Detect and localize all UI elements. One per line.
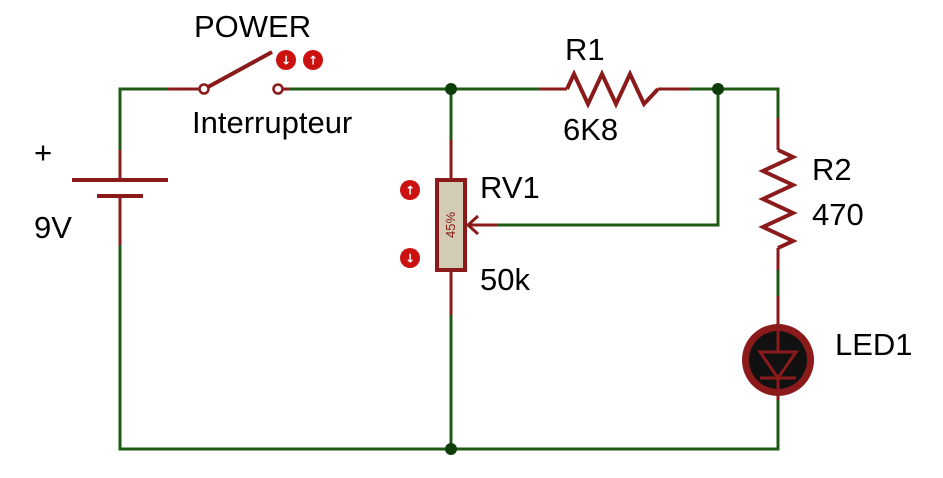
arrow-up-icon: ↑ [308, 54, 318, 68]
battery-plus-sign: + [34, 135, 52, 170]
wire-battery-bottom [118, 243, 780, 451]
switch-down-button[interactable]: ↓ [276, 50, 296, 70]
pot-down-button[interactable]: ↓ [400, 248, 420, 268]
potentiometer-rv1 [435, 140, 497, 315]
resistor-r2 [758, 118, 798, 270]
rv1-name: RV1 [480, 170, 540, 205]
switch-label: Interrupteur [192, 105, 352, 140]
battery-symbol [72, 150, 168, 245]
switch-name: POWER [194, 9, 311, 44]
led-name: LED1 [835, 327, 913, 362]
r1-name: R1 [565, 32, 605, 67]
r2-name: R2 [812, 152, 852, 187]
junction-dot [712, 83, 724, 95]
led-symbol [742, 296, 814, 400]
junction-dot [445, 443, 457, 455]
pot-wiper-position: 45% [443, 212, 458, 238]
wire-r1-to-right [688, 87, 780, 120]
arrow-up-icon: ↑ [405, 184, 415, 198]
power-switch[interactable] [168, 50, 290, 95]
arrow-down-icon: ↓ [405, 252, 415, 266]
wire-battery-top [118, 87, 170, 152]
junction-dot [445, 83, 457, 95]
arrow-down-icon: ↓ [281, 54, 291, 68]
resistor-r1 [540, 69, 690, 109]
rv1-value: 50k [480, 262, 530, 297]
r1-value: 6K8 [563, 112, 618, 147]
pot-up-button[interactable]: ↑ [400, 180, 420, 200]
switch-up-button[interactable]: ↑ [303, 50, 323, 70]
r2-value: 470 [812, 197, 864, 232]
battery-value: 9V [34, 210, 72, 245]
wire-wiper-loop [495, 87, 720, 227]
